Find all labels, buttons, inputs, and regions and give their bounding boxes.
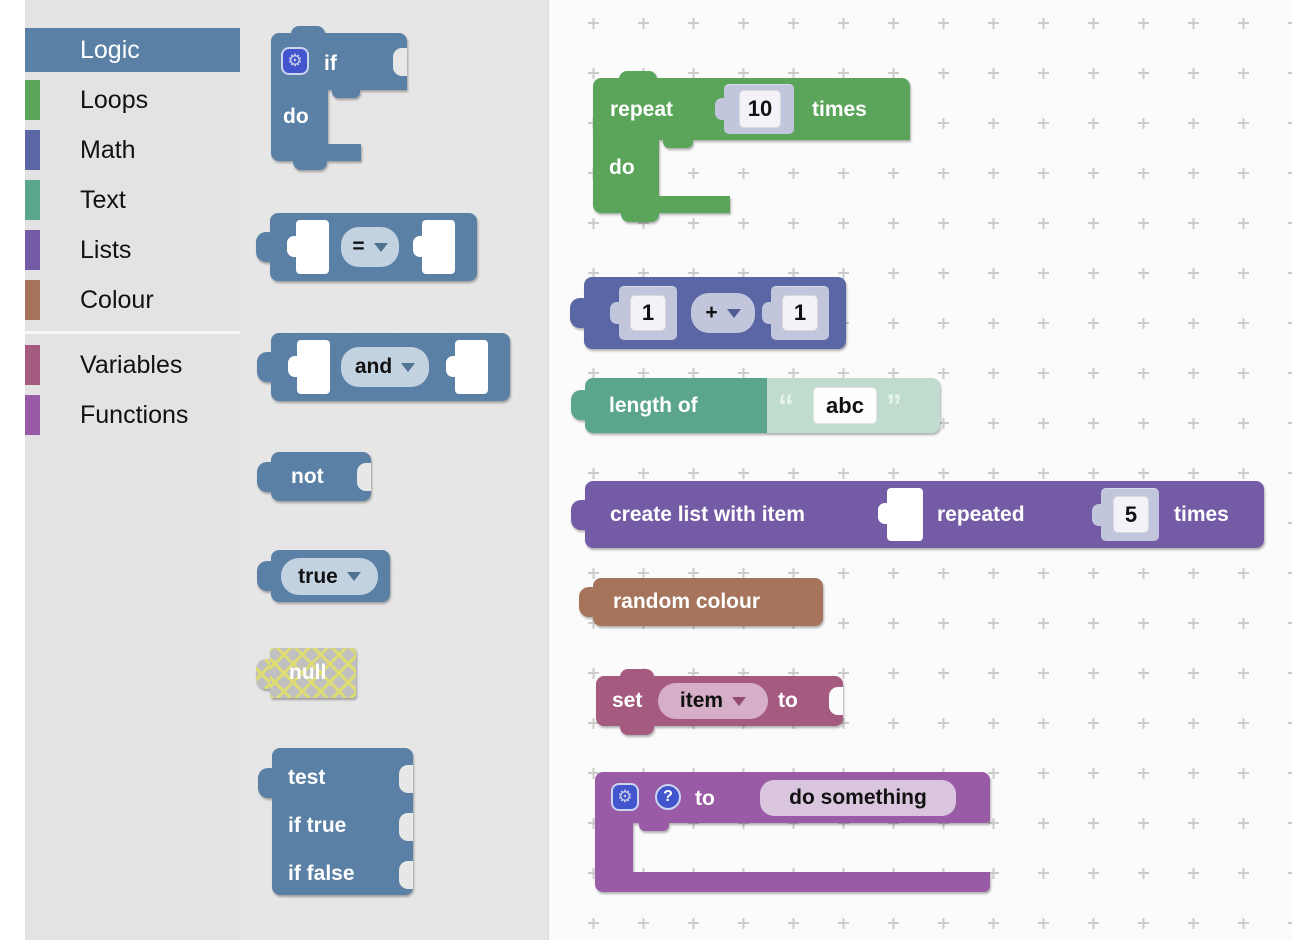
arithmetic-operator-dropdown[interactable]: + [691, 293, 755, 333]
length-of-label: length of [609, 394, 698, 417]
category-color-chip [25, 130, 40, 170]
category-label: Functions [80, 401, 189, 429]
block-colour-random[interactable]: random colour [579, 578, 826, 626]
variable-dropdown[interactable]: item [658, 683, 768, 719]
category-color-chip [25, 230, 40, 270]
chevron-down-icon [726, 308, 741, 318]
toolbox-category-functions[interactable]: Functions [25, 393, 240, 437]
null-label: null [289, 661, 327, 684]
category-label: Loops [80, 86, 149, 114]
toolbox-category-math[interactable]: Math [25, 128, 240, 172]
logic-operator-dropdown[interactable]: and [341, 347, 429, 387]
flyout-block-logic-boolean[interactable]: true [257, 550, 393, 602]
category-color-chip [25, 180, 40, 220]
dropdown-value: = [352, 235, 365, 258]
category-label: Text [80, 186, 126, 214]
category-label: Logic [80, 36, 140, 64]
dropdown-value: + [705, 301, 718, 324]
mutator-gear-icon[interactable]: ⚙ [281, 47, 309, 75]
block-variables-set[interactable]: set item to [596, 669, 846, 735]
field-value: do something [789, 786, 927, 809]
toolbox-column: Logic Loops Math Text Lists Colour Varia… [25, 0, 240, 940]
flyout-block-logic-operation[interactable]: and [257, 333, 513, 401]
toolbox-category-lists[interactable]: Lists [25, 228, 240, 272]
chevron-down-icon [401, 362, 416, 372]
comparison-operator-dropdown[interactable]: = [341, 227, 399, 267]
flyout-block-controls-if[interactable]: ⚙ if do [271, 26, 411, 170]
do-label: do [609, 156, 635, 179]
not-label: not [291, 465, 324, 488]
help-icon[interactable]: ? [655, 784, 681, 810]
left-operand-field[interactable]: 1 [630, 295, 666, 331]
if-false-label: if false [288, 862, 355, 885]
toolbox-category-colour[interactable]: Colour [25, 278, 240, 322]
toolbox-category-logic[interactable]: Logic [25, 28, 240, 72]
repeated-label: repeated [937, 503, 1025, 526]
category-label: Lists [80, 236, 132, 264]
toolbox: Logic Loops Math Text Lists Colour Varia… [0, 0, 240, 940]
to-label: to [778, 689, 798, 712]
flyout-block-logic-negate[interactable]: not [257, 452, 374, 501]
to-label: to [695, 787, 715, 810]
times-label: times [812, 98, 867, 121]
test-label: test [288, 766, 326, 789]
function-name-field[interactable]: do something [760, 780, 956, 816]
block-lists-repeat[interactable]: create list with item repeated 5 times [571, 481, 1267, 548]
category-color-chip [25, 395, 40, 435]
open-quote: “ [778, 388, 794, 424]
set-label: set [612, 689, 643, 712]
dropdown-value: item [679, 689, 724, 712]
text-field[interactable]: abc [813, 387, 877, 424]
category-label: Math [80, 136, 136, 164]
flyout-block-logic-null[interactable]: null [256, 648, 359, 698]
chevron-down-icon [373, 242, 388, 252]
boolean-dropdown[interactable]: true [281, 558, 378, 595]
flyout-block-logic-compare[interactable]: = [256, 213, 480, 281]
toolbox-separator [25, 331, 240, 334]
block-text-length[interactable]: length of “ abc ” [571, 378, 943, 433]
block-procedures-def[interactable]: ⚙ ? to do something [595, 772, 993, 892]
flyout-block-logic-ternary[interactable]: test if true if false [258, 748, 416, 895]
category-color-chip [25, 80, 40, 120]
if-label: if [324, 52, 337, 75]
repeat-count-field[interactable]: 10 [739, 90, 781, 128]
toolbox-category-loops[interactable]: Loops [25, 78, 240, 122]
do-label: do [283, 105, 309, 128]
times-label: times [1174, 503, 1229, 526]
block-math-arithmetic[interactable]: 1 + 1 [570, 277, 849, 349]
category-color-chip [25, 280, 40, 320]
close-quote: ” [886, 388, 902, 424]
if-true-label: if true [288, 814, 347, 837]
dropdown-value: true [298, 564, 338, 588]
category-label: Colour [80, 286, 154, 314]
block-controls-repeat[interactable]: repeat 10 times do [593, 71, 913, 223]
right-operand-field[interactable]: 1 [782, 295, 818, 331]
toolbox-category-variables[interactable]: Variables [25, 343, 240, 387]
category-label: Variables [80, 351, 183, 379]
create-list-label: create list with item [610, 503, 805, 526]
toolbox-category-text[interactable]: Text [25, 178, 240, 222]
category-color-chip [25, 345, 40, 385]
repeat-label: repeat [610, 98, 674, 121]
chevron-down-icon [346, 572, 361, 581]
dropdown-value: and [354, 355, 393, 378]
mutator-gear-icon[interactable]: ⚙ [611, 783, 639, 811]
random-colour-label: random colour [613, 590, 761, 613]
chevron-down-icon [732, 696, 747, 706]
repeat-count-field[interactable]: 5 [1113, 496, 1149, 533]
